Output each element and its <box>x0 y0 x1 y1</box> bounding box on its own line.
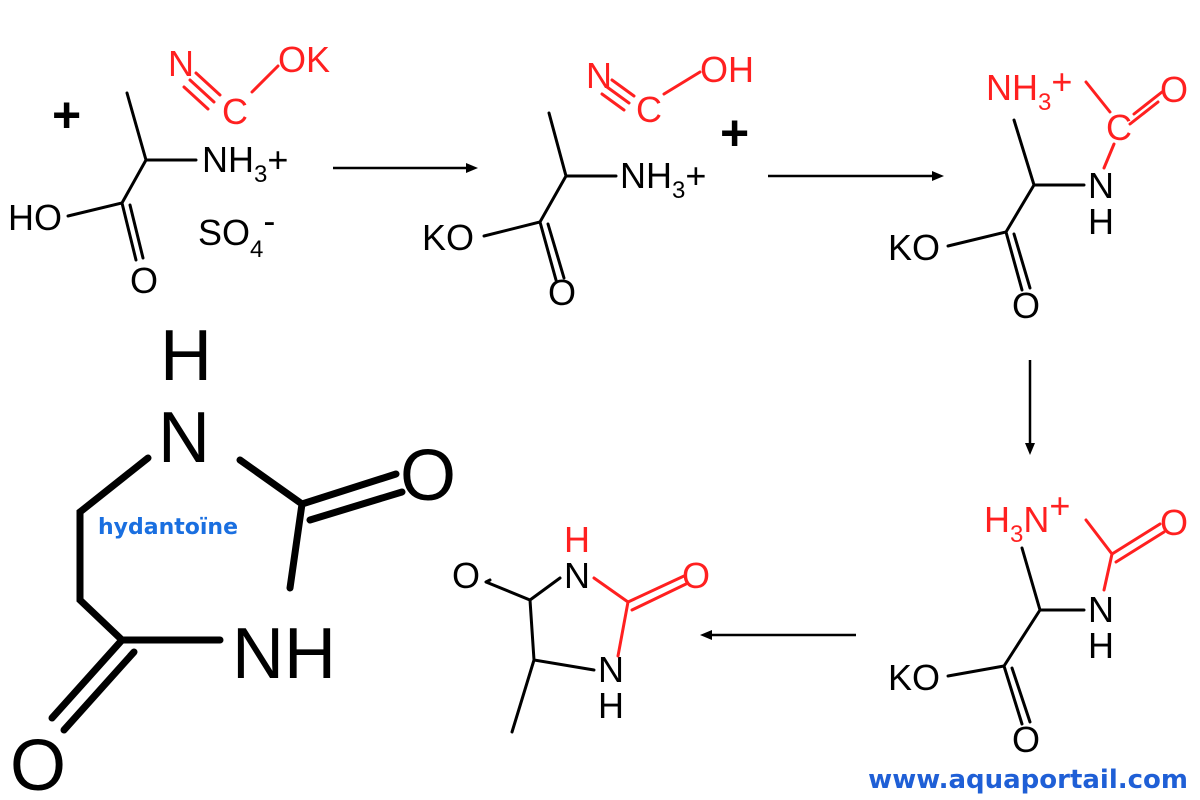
alanine-molecule: NH3+ HO O <box>8 91 288 301</box>
step4-n-atom: N <box>1088 589 1114 630</box>
cyanic-acid-n-atom: N <box>586 55 612 96</box>
step4-bonds <box>946 546 1086 726</box>
hydantoin-n-atom: N <box>158 398 210 478</box>
cyanate-c-o-bond <box>250 64 280 94</box>
alanine-ho-group: HO <box>8 197 62 238</box>
cyanic-acid-oh-group: OH <box>700 49 754 90</box>
step4-h-atom: H <box>1088 625 1114 666</box>
step3-nh3-group: NH3+ <box>986 61 1072 116</box>
plus-sign-1: + <box>52 87 81 143</box>
step3-red-bonds <box>1084 80 1164 126</box>
plus-sign-2: + <box>720 105 749 161</box>
product-n-top: N <box>564 555 590 596</box>
product-n-bottom: N <box>598 649 624 690</box>
intermediate-step-4: H3N+ O N H KO O <box>888 485 1188 760</box>
step4-carbonyl-o: O <box>1012 719 1040 760</box>
reaction-arrow-2 <box>768 171 944 181</box>
reactants: + N C OK NH3+ HO O SO4- <box>8 39 330 301</box>
hydantoin-h-atom: H <box>160 316 212 396</box>
alanine-bonds <box>66 91 198 262</box>
hydantoin-label-outline: hydantoïne <box>98 515 238 540</box>
alanine-potassium-salt: NH3+ KO O <box>422 111 706 313</box>
salt-carbonyl-o: O <box>548 272 576 313</box>
step3-h-atom: H <box>1088 201 1114 242</box>
step3-carbonyl-o-top: O <box>1160 69 1188 110</box>
alanine-nh3-group: NH3+ <box>202 139 288 188</box>
salt-nh3-group: NH3+ <box>620 155 706 204</box>
cyanic-acid-c-atom: C <box>636 89 662 130</box>
potassium-cyanate: N C OK <box>168 39 330 132</box>
step3-carbonyl-c: C <box>1106 107 1132 148</box>
reaction-arrow-3 <box>1025 360 1035 455</box>
reaction-arrow-1 <box>333 163 478 173</box>
cyanic-acid-triple-bond <box>600 78 636 112</box>
hydantoin-o-right: O <box>400 436 456 516</box>
step3-bonds <box>946 118 1086 292</box>
hydantoin-label: hydantoïne <box>98 515 238 540</box>
product-h-bottom: H <box>598 685 624 726</box>
alanine-carbonyl-o: O <box>130 260 158 301</box>
product-bonds <box>484 576 596 734</box>
cyanate-c-atom: C <box>222 91 248 132</box>
step3-ko-group: KO <box>888 227 940 268</box>
cyanate-ok-group: OK <box>278 39 330 80</box>
hydantoin-bonds <box>48 454 406 734</box>
intermediate-step-3: NH3+ C O N H KO O <box>888 61 1188 326</box>
cyanate-n-atom: N <box>168 43 194 84</box>
hydantoin-o-bottom: O <box>10 726 66 800</box>
cyanate-triple-bond <box>182 71 222 111</box>
product-o-right: O <box>682 555 710 596</box>
methylhydantoin-product: O H N O N H <box>452 519 710 734</box>
step4-red-bonds <box>1084 518 1166 564</box>
cyanic-acid: N C OH <box>586 49 754 130</box>
salt-bonds <box>482 111 618 282</box>
step3-n-atom: N <box>1088 165 1114 206</box>
intermediate-step-2: N C OH + NH3+ KO O <box>422 49 754 313</box>
sulfate-ion: SO4- <box>198 200 275 263</box>
product-h-top: H <box>564 519 590 560</box>
reaction-arrow-4 <box>700 630 856 640</box>
step4-ko-group: KO <box>888 657 940 698</box>
watermark-url: www.aquaportail.com <box>868 765 1188 795</box>
hydantoin-nh-group: NH <box>232 614 336 694</box>
step4-c-n-bond <box>1102 552 1114 592</box>
salt-ko-group: KO <box>422 217 474 258</box>
cyanic-acid-c-o-bond <box>662 70 702 96</box>
hydantoin-structure: H N O NH O hydantoïne hydantoïne <box>10 316 456 800</box>
product-red-bonds <box>592 574 688 658</box>
product-o-left: O <box>452 555 480 596</box>
step4-carbonyl-o-top: O <box>1160 502 1188 543</box>
step3-carbonyl-o: O <box>1012 285 1040 326</box>
step4-h3n-group: H3N+ <box>984 485 1070 548</box>
step3-c-n-bond <box>1102 142 1116 170</box>
